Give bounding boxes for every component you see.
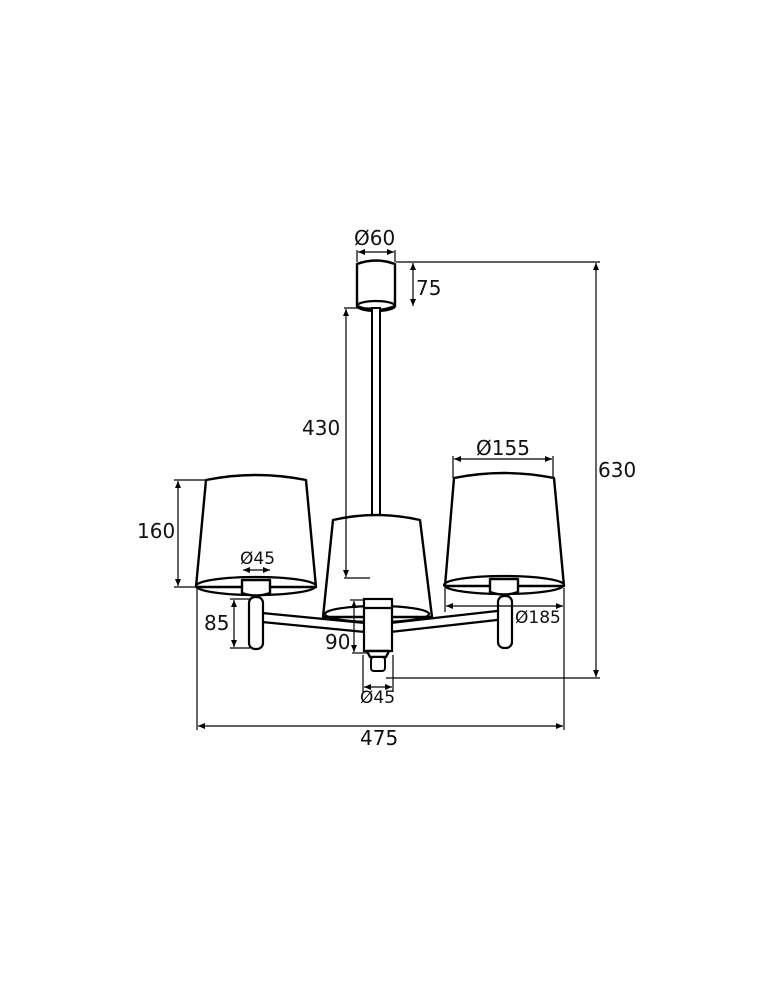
shade-right xyxy=(442,471,566,650)
arms xyxy=(260,609,499,634)
label-shade-height: 160 xyxy=(137,519,176,543)
label-canopy-height: 75 xyxy=(416,276,442,300)
label-rod-length: 430 xyxy=(302,416,341,440)
label-hub-height: 90 xyxy=(325,630,351,654)
dim-rod-length xyxy=(343,307,372,579)
dim-hub-diameter xyxy=(362,655,394,692)
dim-hub-height xyxy=(350,599,368,654)
label-hub-diameter: Ø45 xyxy=(360,688,396,708)
dim-shade-bottom xyxy=(444,588,565,730)
label-arm-drop: 85 xyxy=(204,611,230,635)
dim-arm-drop xyxy=(230,598,250,649)
hub xyxy=(362,597,394,672)
label-shade-bottom-diameter: Ø185 xyxy=(515,608,561,628)
canopy xyxy=(355,259,397,313)
dim-overall-width xyxy=(198,723,563,729)
dim-lampholder xyxy=(243,567,270,573)
label-overall-width: 475 xyxy=(360,726,399,750)
dim-canopy-diameter xyxy=(356,249,396,262)
dim-shade-height xyxy=(174,479,206,730)
shade-left xyxy=(194,473,318,651)
dim-shade-top xyxy=(452,456,554,478)
label-overall-height: 630 xyxy=(598,458,637,482)
label-shade-top-diameter: Ø155 xyxy=(476,436,530,460)
label-lampholder-diameter: Ø45 xyxy=(240,549,276,569)
label-canopy-diameter: Ø60 xyxy=(354,226,396,250)
dim-canopy-height xyxy=(396,261,600,306)
